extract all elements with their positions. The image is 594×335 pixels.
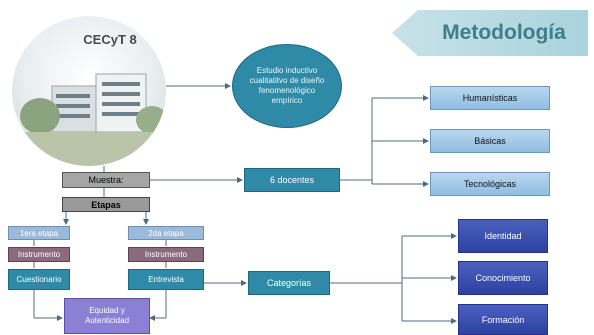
page-title: Metodología: [442, 21, 566, 44]
study-type-ellipse: Estudio inductivo cualitatitvo de diseño…: [232, 44, 342, 128]
school-name: CECyT 8: [83, 32, 137, 47]
teacher-type-humanisticas: Humanísticas: [430, 86, 550, 110]
stage2-instrument-label: Instrumento: [128, 247, 204, 262]
result-box: Equidad y Autenticidad: [64, 298, 150, 334]
stage1-instrument: Cuestionario: [8, 269, 70, 290]
sample-value: 6 docentes: [244, 168, 340, 192]
stage1-label: 1era etapa: [8, 226, 70, 240]
category-identidad: Identidad: [458, 219, 548, 253]
stages-label: Etapas: [62, 197, 150, 212]
stage1-instrument-label: Instrumento: [8, 247, 70, 262]
category-conocimiento: Conocimiento: [458, 261, 548, 295]
categories-label: Categorías: [248, 271, 330, 295]
stage2-instrument: Entrevista: [128, 269, 204, 290]
teacher-type-basicas: Básicas: [430, 129, 550, 153]
category-formacion: Formación: [458, 304, 548, 335]
sample-label: Muestra:: [62, 172, 150, 188]
teacher-type-tecnologicas: Tecnológicas: [430, 172, 550, 196]
stage2-label: 2da etapa: [128, 226, 204, 240]
title-banner: [392, 10, 588, 56]
